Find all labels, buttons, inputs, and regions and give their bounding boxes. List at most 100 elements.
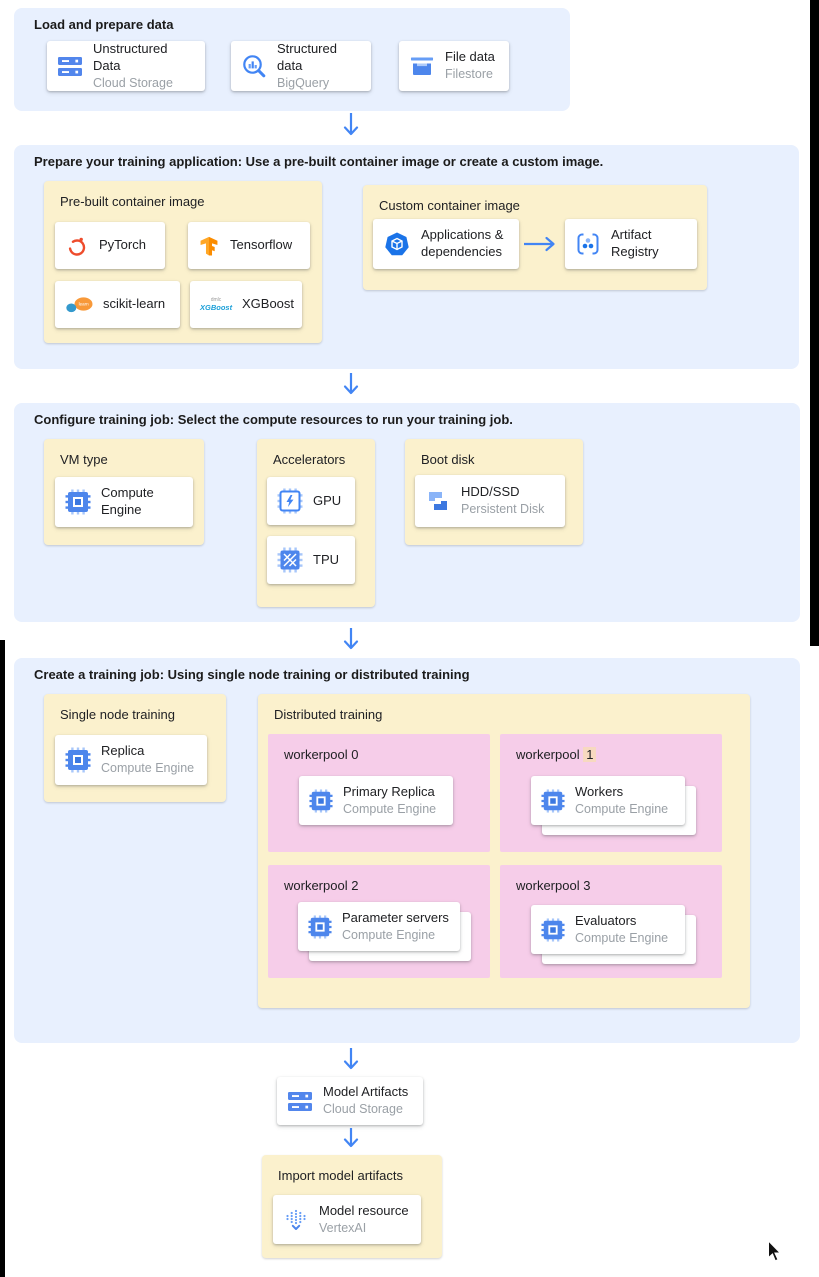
card-title: TPU (313, 551, 339, 567)
section-configure-training-job: Configure training job: Select the compu… (14, 403, 800, 622)
workerpool-3: workerpool 3 Evaluators Compute Engine (500, 865, 722, 978)
panel-title: Boot disk (421, 452, 475, 467)
section-header: Prepare your training application: Use a… (34, 154, 604, 169)
card-artifact-registry: Artifact Registry (565, 219, 697, 269)
panel-distributed-training: Distributed training workerpool 0 Primar… (258, 694, 750, 1008)
compute-engine-icon (541, 788, 565, 813)
card-title: Evaluators (575, 912, 637, 928)
panel-title: Distributed training (274, 707, 383, 722)
workerpool-label: workerpool 3 (516, 878, 591, 893)
arrow-down-icon (343, 1048, 359, 1070)
highlighted-number: 1 (583, 747, 597, 762)
card-hdd-ssd: HDD/SSD Persistent Disk (415, 475, 565, 527)
applications-icon (385, 232, 409, 255)
card-subtitle: VertexAI (319, 1220, 367, 1235)
arrow-down-icon (343, 373, 359, 395)
card-title: Artifact Registry (611, 227, 659, 259)
xgboost-icon: dmlc XGBoost (200, 296, 233, 312)
card-gpu: GPU (267, 477, 355, 525)
panel-title: VM type (60, 452, 108, 467)
section-prepare-training-application: Prepare your training application: Use a… (14, 145, 799, 369)
compute-engine-icon (541, 917, 565, 942)
compute-engine-icon (309, 788, 333, 813)
card-title: HDD/SSD (461, 484, 520, 500)
arrow-down-icon (343, 628, 359, 650)
compute-engine-icon (65, 747, 91, 773)
section-header: Configure training job: Select the compu… (34, 412, 513, 427)
card-subtitle: Compute Engine (342, 927, 436, 942)
card-tensorflow: Tensorflow (188, 222, 310, 269)
panel-boot-disk: Boot disk HDD/SSD Persistent Disk (405, 439, 583, 545)
card-title: Model resource (319, 1202, 409, 1218)
card-subtitle: Cloud Storage (323, 1102, 403, 1117)
card-pytorch: PyTorch (55, 222, 165, 269)
cloud-storage-icon (58, 56, 82, 76)
card-scikit-learn: learn scikit-learn (55, 281, 180, 328)
panel-title: Single node training (60, 707, 175, 722)
card-subtitle: Compute Engine (575, 801, 669, 816)
card-replica: Replica Compute Engine (55, 735, 207, 785)
card-title: scikit-learn (103, 296, 166, 312)
card-title: Primary Replica (343, 783, 435, 799)
card-tpu: TPU (267, 536, 355, 584)
scikit-learn-icon: learn (66, 297, 93, 313)
card-model-resource: Model resource VertexAI (273, 1195, 421, 1244)
card-evaluators: Evaluators Compute Engine (531, 905, 685, 954)
card-title: Parameter servers (342, 909, 449, 925)
panel-import-model-artifacts: Import model artifacts Model resource Ve… (262, 1155, 442, 1258)
card-model-artifacts: Model Artifacts Cloud Storage (277, 1077, 423, 1125)
tpu-icon (277, 547, 303, 573)
section-header: Load and prepare data (34, 17, 174, 32)
panel-accelerators: Accelerators GPU (257, 439, 375, 607)
panel-single-node-training: Single node training Replica C (44, 694, 226, 802)
card-parameter-servers: Parameter servers Compute Engine (298, 902, 460, 951)
vertex-ai-icon (286, 1209, 306, 1230)
card-unstructured-data: Unstructured Data Cloud Storage (47, 41, 205, 91)
workerpool-label: workerpool 1 (516, 747, 597, 762)
panel-title: Pre-built container image (60, 194, 205, 209)
persistent-disk-icon (429, 492, 447, 510)
card-subtitle: Cloud Storage (93, 75, 173, 90)
card-structured-data: Structured data BigQuery (231, 41, 371, 91)
section-create-training-job: Create a training job: Using single node… (14, 658, 800, 1043)
svg-text:learn: learn (79, 302, 90, 307)
card-xgboost: dmlc XGBoost XGBoost (190, 281, 302, 328)
pytorch-icon (68, 237, 86, 256)
card-subtitle: Compute Engine (101, 761, 195, 776)
filestore-icon (411, 57, 433, 75)
arrow-down-icon (343, 113, 359, 136)
card-title: Compute Engine (101, 485, 154, 517)
card-title: Structured data (277, 40, 337, 73)
card-title: File data (445, 49, 495, 65)
panel-title: Custom container image (379, 198, 520, 213)
workerpool-0: workerpool 0 Primary Replica Compute Eng… (268, 734, 490, 852)
left-edge-bar (0, 640, 5, 1277)
card-title: PyTorch (99, 237, 146, 253)
section-header: Create a training job: Using single node… (34, 667, 470, 682)
workerpool-2: workerpool 2 Parameter servers Compute E… (268, 865, 490, 978)
cloud-storage-icon (288, 1091, 312, 1111)
card-title: GPU (313, 492, 342, 508)
compute-engine-icon (308, 914, 332, 939)
tensorflow-icon (200, 236, 218, 255)
panel-vm-type: VM type Compute Engine (44, 439, 204, 545)
panel-prebuilt-container-image: Pre-built container image PyTorch Tensor… (44, 181, 322, 343)
arrow-down-icon (343, 1128, 359, 1148)
card-title: Replica (101, 743, 145, 759)
workerpool-label: workerpool 2 (284, 878, 359, 893)
card-title: Model Artifacts (323, 1084, 409, 1100)
card-subtitle: Persistent Disk (461, 502, 545, 517)
card-file-data: File data Filestore (399, 41, 509, 91)
card-title: Tensorflow (230, 237, 293, 253)
bigquery-icon (243, 55, 266, 78)
card-title: Workers (575, 783, 624, 799)
card-title: Unstructured Data (93, 40, 168, 73)
card-applications-dependencies: Applications & dependencies (373, 219, 519, 269)
card-subtitle: BigQuery (277, 75, 330, 90)
arrow-right-icon (524, 236, 555, 252)
card-title: Applications & dependencies (421, 227, 504, 259)
gpu-icon (277, 488, 303, 514)
card-workers: Workers Compute Engine (531, 776, 685, 825)
card-subtitle: Compute Engine (343, 801, 437, 816)
